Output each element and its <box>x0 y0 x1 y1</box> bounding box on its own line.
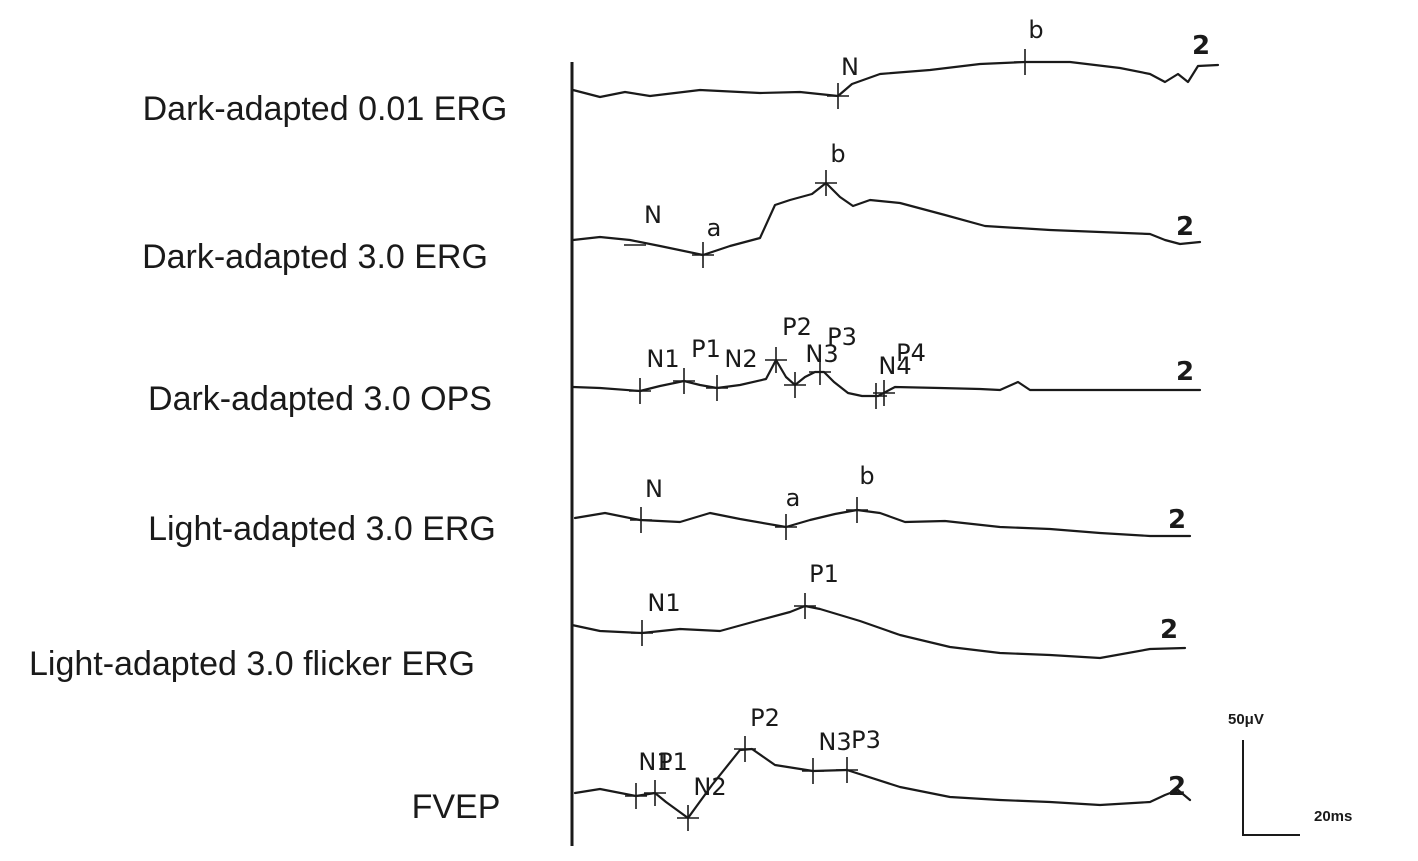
row-label-light-30: Light-adapted 3.0 ERG <box>148 510 496 548</box>
marker-label: b <box>859 462 874 490</box>
trace-light-flicker <box>570 604 1187 660</box>
marker-label: a <box>707 214 722 242</box>
end-label-dark-30: 2 <box>1176 212 1194 242</box>
scale-time-label: 20ms <box>1314 808 1352 825</box>
trace-dark-30 <box>571 181 1202 257</box>
marker-label: N4 <box>878 352 911 380</box>
end-label-light-flicker: 2 <box>1160 615 1178 645</box>
end-label-dark-001: 2 <box>1192 31 1210 61</box>
marker-label: N1 <box>646 345 679 373</box>
marker-label: P3 <box>827 323 857 351</box>
marker-label: N1 <box>647 589 680 617</box>
marker-label: P1 <box>691 335 721 363</box>
marker-label: P1 <box>658 748 688 776</box>
marker-label: a <box>786 484 801 512</box>
marker-label: N2 <box>693 773 726 801</box>
end-label-fvep: 2 <box>1168 772 1186 802</box>
marker-label: N <box>841 53 859 81</box>
marker-label: P3 <box>851 726 881 754</box>
marker-label: b <box>830 140 845 168</box>
marker-label: N3 <box>805 340 838 368</box>
end-label-dark-ops: 2 <box>1176 357 1194 387</box>
marker-label: N2 <box>724 345 757 373</box>
marker-label: N1 <box>638 748 671 776</box>
marker-label: P1 <box>809 560 839 588</box>
scale-amplitude-label: 50μV <box>1228 711 1264 728</box>
marker-label: P2 <box>750 704 780 732</box>
row-label-dark-001: Dark-adapted 0.01 ERG <box>143 90 508 128</box>
row-label-dark-ops: Dark-adapted 3.0 OPS <box>148 380 492 418</box>
marker-label: N <box>644 201 662 229</box>
row-label-fvep: FVEP <box>412 788 501 826</box>
marker-label: P2 <box>782 313 812 341</box>
marker-label: N <box>645 475 663 503</box>
marker-label: P4 <box>896 339 926 367</box>
end-label-light-30: 2 <box>1168 505 1186 535</box>
trace-dark-001 <box>571 60 1220 99</box>
trace-light-30 <box>573 508 1192 538</box>
scale-bar <box>1242 740 1300 836</box>
row-label-light-flicker: Light-adapted 3.0 flicker ERG <box>29 645 475 683</box>
marker-label: N3 <box>818 728 851 756</box>
row-label-dark-30: Dark-adapted 3.0 ERG <box>142 238 488 276</box>
marker-label: b <box>1028 16 1043 44</box>
